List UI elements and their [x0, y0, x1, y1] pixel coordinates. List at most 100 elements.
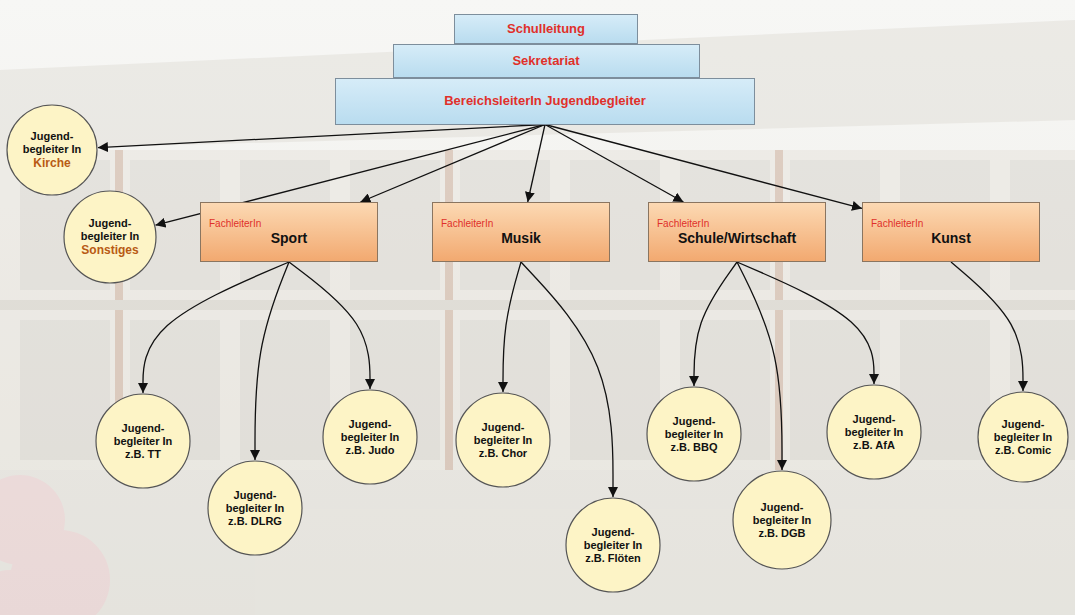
connector-arrow [528, 125, 545, 203]
person-circle: Jugend- begleiter Inz.B. DLRG [207, 460, 303, 556]
connector-arrow [289, 262, 370, 389]
activity-name: z.B. Chor [467, 447, 539, 460]
role-label: Jugend- begleiter In [987, 418, 1059, 444]
circle-shape [323, 390, 417, 484]
activity-name: z.B. AfA [838, 439, 910, 452]
connector-arrow [255, 262, 289, 460]
department-box: FachleiterInKunst [862, 202, 1040, 262]
ground [0, 470, 1075, 615]
activity-name: Sonstiges [74, 243, 146, 258]
text-holder: Schulleitung [507, 21, 585, 37]
text-holder: Jugend- begleiter InKirche [16, 130, 88, 171]
window [570, 320, 660, 460]
text-holder: Jugend- begleiter Inz.B. AfA [838, 413, 910, 452]
text-holder: Jugend- begleiter Inz.B. DGB [746, 501, 818, 540]
connector-arrow [737, 262, 782, 470]
person-circle: Jugend- begleiter Inz.B. BBQ [646, 386, 742, 482]
department-box: FachleiterInSport [200, 202, 378, 262]
text-holder: FachleiterInSport [209, 217, 369, 247]
circle-shape [827, 385, 921, 479]
activity-name: z.B. DGB [746, 527, 818, 540]
circle-shape [566, 498, 660, 592]
circle-shape [978, 392, 1068, 482]
text-holder: Jugend- begleiter Inz.B. Comic [987, 418, 1059, 457]
person-circle: Jugend- begleiter Inz.B. AfA [826, 384, 922, 480]
circle-shape [64, 191, 156, 283]
window [240, 320, 330, 460]
connector-arrow [503, 262, 521, 392]
role-label: Jugend- begleiter In [658, 415, 730, 441]
text-holder: Sekretariat [512, 53, 579, 69]
activity-name: z.B. Flöten [577, 552, 649, 565]
blossom [0, 570, 50, 615]
circle-shape [7, 105, 97, 195]
activity-name: z.B. BBQ [658, 441, 730, 454]
text-holder: Jugend- begleiter Inz.B. DLRG [219, 489, 291, 528]
text-holder: FachleiterInKunst [871, 217, 1031, 247]
subject-name: Sport [209, 230, 369, 247]
role-label: Jugend- begleiter In [107, 422, 179, 448]
activity-name: z.B. DLRG [219, 515, 291, 528]
circle-shape [733, 471, 831, 569]
management-box: Sekretariat [393, 44, 700, 78]
connector-arrow [545, 125, 683, 203]
box-title: BereichsleiterIn Jugendbegleiter [444, 93, 646, 109]
text-holder: Jugend- begleiter Inz.B. TT [107, 422, 179, 461]
role-label: Jugend- begleiter In [334, 418, 406, 444]
connector-arrow [694, 262, 737, 386]
person-circle: Jugend- begleiter Inz.B. Flöten [565, 497, 661, 593]
text-holder: Jugend- begleiter Inz.B. Judo [334, 418, 406, 457]
activity-name: Kirche [16, 156, 88, 171]
person-circle: Jugend- begleiter Inz.B. DGB [732, 470, 832, 570]
connector-arrow [545, 125, 862, 209]
text-holder: Jugend- begleiter Inz.B. Flöten [577, 526, 649, 565]
person-circle: Jugend- begleiter InKirche [6, 104, 98, 196]
text-holder: Jugend- begleiter Inz.B. Chor [467, 421, 539, 460]
connector-arrow [98, 125, 545, 148]
person-circle: Jugend- begleiter InSonstiges [63, 190, 157, 284]
text-holder: Jugend- begleiter Inz.B. BBQ [658, 415, 730, 454]
role-label: Jugend- begleiter In [74, 217, 146, 243]
person-circle: Jugend- begleiter Inz.B. Judo [322, 389, 418, 485]
role-label: FachleiterIn [209, 217, 369, 230]
box-title: Schulleitung [507, 21, 585, 37]
management-box: BereichsleiterIn Jugendbegleiter [335, 78, 755, 125]
person-circle: Jugend- begleiter Inz.B. Chor [455, 392, 551, 488]
connector-arrow [143, 262, 289, 393]
role-label: FachleiterIn [871, 217, 1031, 230]
subject-name: Schule/Wirtschaft [657, 230, 817, 247]
activity-name: z.B. TT [107, 448, 179, 461]
circle-shape [208, 461, 302, 555]
management-box: Schulleitung [454, 14, 638, 44]
circle-shape [96, 394, 190, 488]
person-circle: Jugend- begleiter Inz.B. TT [95, 393, 191, 489]
role-label: Jugend- begleiter In [746, 501, 818, 527]
connector-arrow [360, 125, 545, 203]
text-holder: BereichsleiterIn Jugendbegleiter [444, 93, 646, 109]
circle-shape [647, 387, 741, 481]
box-title: Sekretariat [512, 53, 579, 69]
role-label: Jugend- begleiter In [467, 421, 539, 447]
connector-arrow [737, 262, 874, 384]
role-label: Jugend- begleiter In [219, 489, 291, 515]
activity-name: z.B. Judo [334, 444, 406, 457]
circle-shape [456, 393, 550, 487]
role-label: Jugend- begleiter In [838, 413, 910, 439]
department-box: FachleiterInSchule/Wirtschaft [648, 202, 826, 262]
subject-name: Kunst [871, 230, 1031, 247]
text-holder: Jugend- begleiter InSonstiges [74, 217, 146, 258]
balcony [0, 300, 1075, 310]
person-circle: Jugend- begleiter Inz.B. Comic [977, 391, 1069, 483]
text-holder: FachleiterInMusik [441, 217, 601, 247]
role-label: Jugend- begleiter In [16, 130, 88, 156]
department-box: FachleiterInMusik [432, 202, 610, 262]
subject-name: Musik [441, 230, 601, 247]
text-holder: FachleiterInSchule/Wirtschaft [657, 217, 817, 247]
activity-name: z.B. Comic [987, 444, 1059, 457]
building [0, 20, 1075, 615]
role-label: FachleiterIn [657, 217, 817, 230]
role-label: FachleiterIn [441, 217, 601, 230]
role-label: Jugend- begleiter In [577, 526, 649, 552]
